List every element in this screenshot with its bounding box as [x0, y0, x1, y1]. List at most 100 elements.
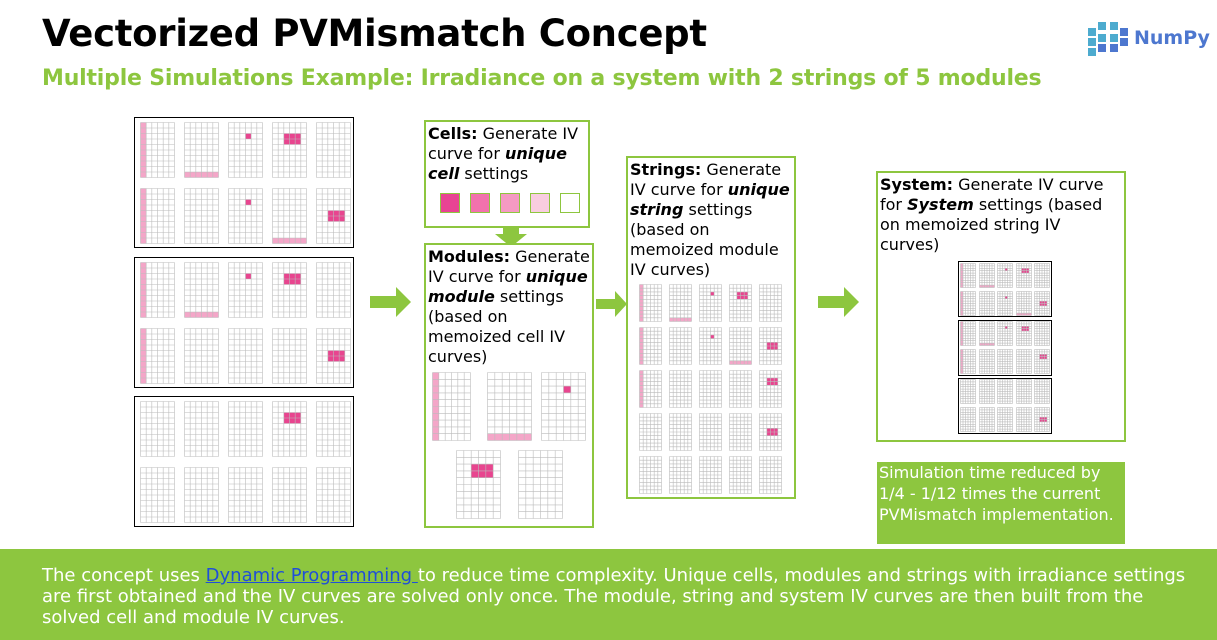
pv-module-grid: [729, 413, 752, 451]
pv-module-grid: [729, 327, 752, 365]
right-arrow-icon: [370, 287, 411, 317]
pv-module-grid: [228, 328, 263, 384]
pv-module-grid: [639, 370, 662, 408]
pv-module-grid: [316, 122, 351, 178]
strings-box-heading: Strings:: [630, 160, 702, 179]
pv-module-grid: [1034, 407, 1050, 432]
pv-module-grid: [228, 188, 263, 244]
pv-module-grid: [997, 407, 1013, 432]
pv-module-grid: [272, 328, 307, 384]
pv-module-grid: [699, 370, 722, 408]
dynamic-programming-link[interactable]: Dynamic Programming: [205, 565, 418, 586]
pv-module-grid: [316, 401, 351, 457]
pv-module-grid: [699, 327, 722, 365]
pv-module-grid: [541, 372, 586, 441]
cells-box-text-end: settings: [459, 164, 529, 183]
pv-module-grid: [978, 379, 995, 404]
pv-module-grid: [140, 401, 175, 457]
pv-module-grid: [1015, 349, 1032, 374]
pv-module-grid: [639, 456, 662, 494]
numpy-logo: NumPy: [1086, 18, 1210, 58]
pv-module-grid: [639, 284, 662, 322]
numpy-cube-icon: [1088, 22, 1128, 56]
strings-box-text-end: settings (based on memoized module IV cu…: [630, 200, 779, 279]
pv-module-grid: [184, 188, 219, 244]
pv-module-grid: [228, 401, 263, 457]
pv-module-grid: [1015, 407, 1032, 432]
pv-module-grid: [729, 370, 752, 408]
pv-module-grid: [759, 284, 782, 322]
pv-module-grid: [272, 401, 307, 457]
pv-module-grid: [669, 370, 692, 408]
modules-box-text-end: settings (based on memoized cell IV curv…: [428, 287, 566, 366]
pv-module-grid: [997, 379, 1013, 404]
pv-module-grid: [272, 188, 307, 244]
pv-module-grid: [184, 401, 219, 457]
pv-module-grid: [669, 456, 692, 494]
pv-module-grid: [316, 262, 351, 318]
cells-box-text: Generate IV curve for: [428, 124, 579, 163]
simulation-time-note: Simulation time reduced by 1/4 - 1/12 ti…: [877, 462, 1125, 544]
pv-module-grid: [759, 456, 782, 494]
modules-box: Modules: Generate IV curve for unique mo…: [424, 243, 594, 528]
pv-module-grid: [140, 467, 175, 523]
footer-text-start: The concept uses: [42, 565, 206, 586]
pv-module-grid: [518, 450, 563, 519]
pv-module-grid: [487, 372, 532, 441]
strings-box-emphasis: unique string: [630, 180, 790, 219]
pv-module-grid: [272, 122, 307, 178]
pv-module-grid: [669, 413, 692, 451]
pv-module-grid: [729, 284, 752, 322]
pv-module-grid: [978, 263, 995, 288]
pv-module-grid: [997, 349, 1013, 374]
pv-module-grid: [1015, 291, 1032, 316]
numpy-logo-text: NumPy: [1134, 27, 1210, 49]
pv-module-grid: [759, 327, 782, 365]
pv-module-grid: [1034, 379, 1050, 404]
pv-module-grid: [960, 407, 976, 432]
system-box-heading: System:: [880, 175, 954, 194]
footer-text-end: to reduce time complexity. Unique cells,…: [42, 565, 1186, 628]
pv-module-grid: [184, 122, 219, 178]
pv-module-grid: [1015, 263, 1032, 288]
pv-module-grid: [272, 262, 307, 318]
pv-module-grid: [669, 284, 692, 322]
page-subtitle: Multiple Simulations Example: Irradiance…: [42, 66, 1042, 91]
pv-module-grid: [699, 284, 722, 322]
pv-module-grid: [699, 456, 722, 494]
pv-module-grid: [759, 413, 782, 451]
pv-module-grid: [997, 263, 1013, 288]
system-box-emphasis: System: [907, 195, 974, 214]
pv-module-grid: [140, 328, 175, 384]
pv-module-grid: [140, 122, 175, 178]
pv-module-grid: [639, 413, 662, 451]
system-box-text: Generate IV curve for: [880, 175, 1104, 214]
pv-module-grid: [140, 188, 175, 244]
footer-banner: The concept uses Dynamic Programming to …: [0, 549, 1217, 640]
cell-swatch-5: [560, 193, 580, 213]
pv-module-grid: [316, 467, 351, 523]
cell-swatch-1: [440, 193, 460, 213]
pv-module-grid: [699, 413, 722, 451]
pv-module-grid: [1015, 379, 1032, 404]
pv-module-grid: [759, 370, 782, 408]
pv-module-grid: [184, 467, 219, 523]
pv-module-grid: [978, 291, 995, 316]
pv-module-grid: [272, 467, 307, 523]
pv-module-grid: [316, 328, 351, 384]
pv-module-grid: [1015, 321, 1032, 346]
pv-module-grid: [978, 321, 995, 346]
pv-module-grid: [960, 349, 976, 374]
pv-module-grid: [960, 379, 976, 404]
down-arrow-icon: [495, 226, 527, 247]
right-arrow-icon: [818, 287, 859, 317]
pv-module-grid: [432, 372, 471, 441]
page-title: Vectorized PVMismatch Concept: [42, 12, 707, 55]
pv-module-grid: [228, 262, 263, 318]
system-box-text-end: settings (based on memoized string IV cu…: [880, 195, 1103, 254]
pv-module-grid: [184, 262, 219, 318]
pv-module-grid: [228, 122, 263, 178]
pv-module-grid: [997, 291, 1013, 316]
pv-module-grid: [960, 263, 976, 288]
pv-module-grid: [997, 321, 1013, 346]
